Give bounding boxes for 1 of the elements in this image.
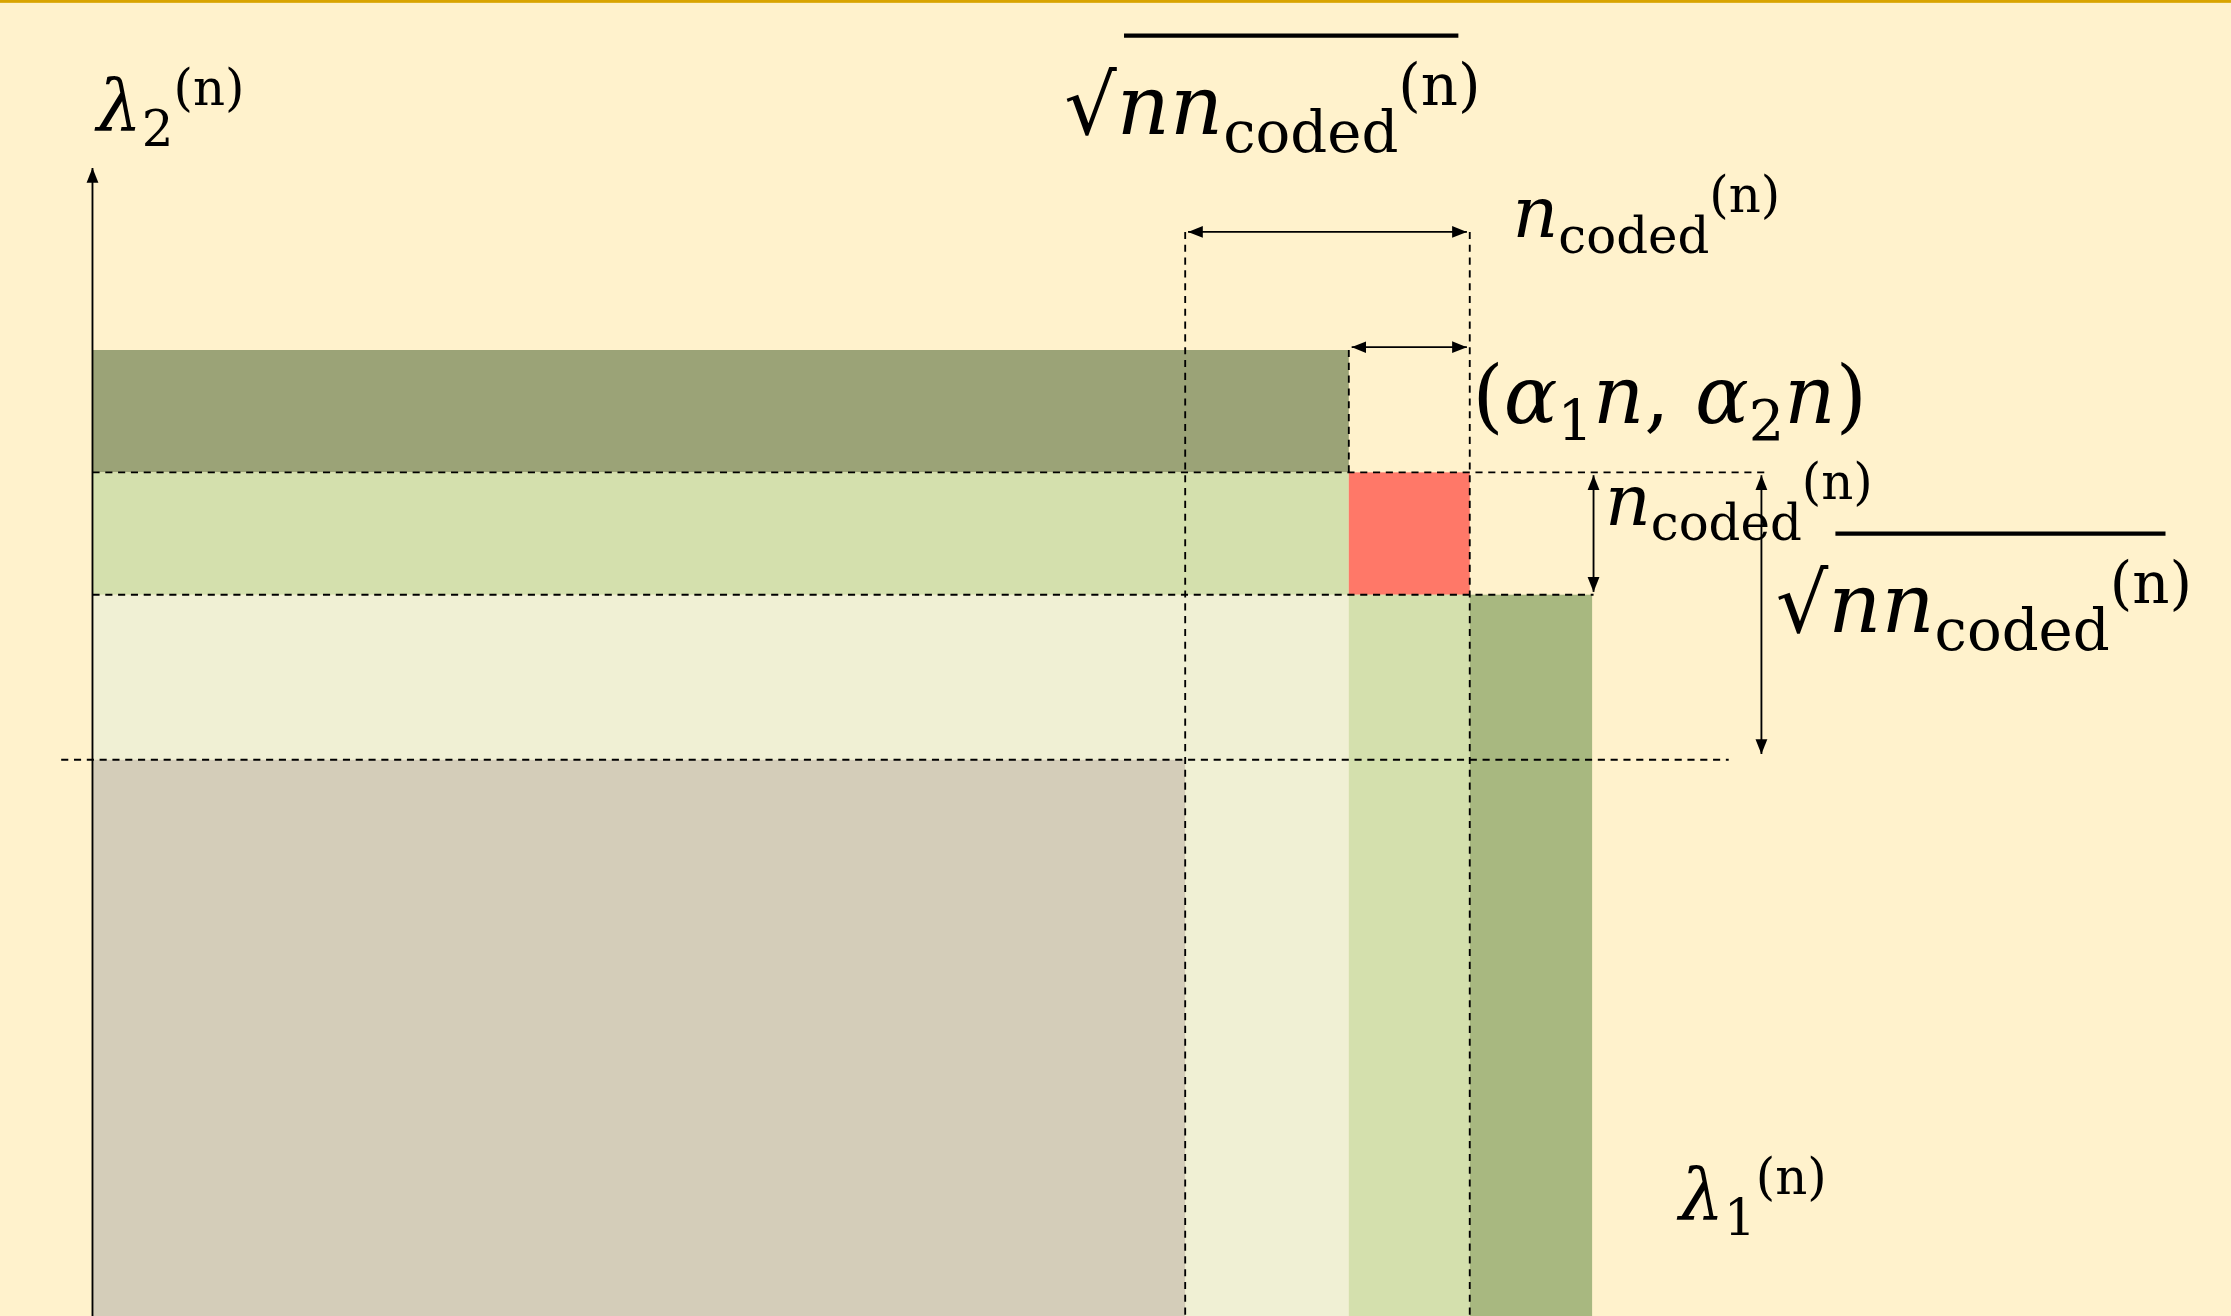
math-label: (α$_{1}$n, α$_{2}$n)	[1472, 355, 1867, 449]
